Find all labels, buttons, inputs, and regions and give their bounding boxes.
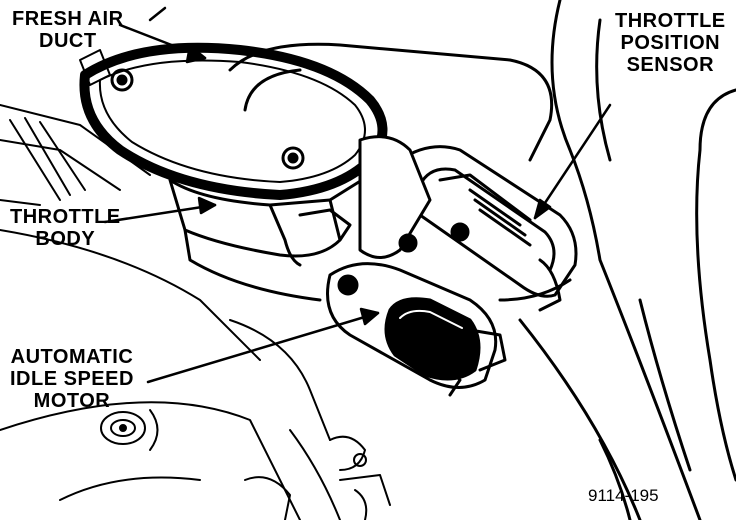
label-line: DUCT xyxy=(39,30,97,52)
throttle-position-sensor xyxy=(358,135,578,312)
label-throttle-body: THROTTLE BODY xyxy=(10,206,121,250)
hood-panel xyxy=(518,0,736,520)
label-line: MOTOR xyxy=(33,390,111,412)
lower-hardware xyxy=(244,435,391,520)
fastener-lower-left xyxy=(100,409,159,451)
leader-lines xyxy=(103,6,612,384)
label-throttle-position-sensor: THROTTLE POSITION SENSOR xyxy=(615,10,726,76)
label-line: SENSOR xyxy=(626,54,715,76)
figure-number: 9114-195 xyxy=(588,486,659,505)
label-fresh-air-duct: FRESH AIR DUCT xyxy=(12,8,124,52)
fresh-air-duct xyxy=(79,42,554,200)
label-line: BODY xyxy=(35,228,96,250)
label-line: FRESH AIR xyxy=(12,8,124,30)
label-line: AUTOMATIC xyxy=(10,346,134,368)
label-line: THROTTLE xyxy=(615,10,726,32)
idle-speed-motor xyxy=(326,262,572,397)
label-line: IDLE SPEED xyxy=(10,368,134,390)
label-line: THROTTLE xyxy=(10,206,121,228)
label-automatic-idle-speed-motor: AUTOMATIC IDLE SPEED MOTOR xyxy=(10,346,134,412)
engine-bay-background xyxy=(0,104,341,520)
label-line: POSITION xyxy=(620,32,721,54)
